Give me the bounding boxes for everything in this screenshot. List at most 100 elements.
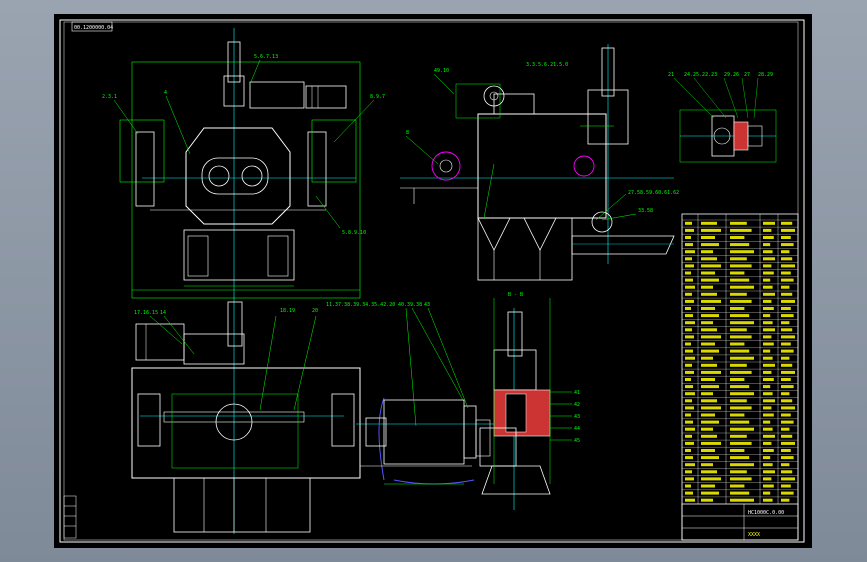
bom-cell-text (730, 243, 750, 247)
bom-cell-text (685, 285, 695, 289)
bom-cell-text (763, 250, 773, 254)
bom-cell-text (781, 406, 795, 410)
bom-cell-text (730, 285, 754, 289)
bom-cell-text (685, 441, 694, 445)
bom-cell-text (685, 470, 692, 474)
bom-cell-text (730, 328, 747, 332)
callout-label: 49.10 (434, 68, 449, 74)
bom-cell-text (701, 314, 719, 318)
bom-cell-text (701, 399, 717, 403)
bom-cell-text (763, 434, 775, 438)
bom-cell-text (781, 285, 790, 289)
bom-cell-text (781, 271, 791, 275)
bom-cell-text (781, 370, 795, 374)
bom-cell-text (781, 243, 794, 247)
bom-cell-text (685, 321, 695, 325)
bom-cell-text (685, 406, 694, 410)
bom-cell-text (701, 484, 715, 488)
callout-label: 43 (424, 302, 430, 308)
bom-cell-text (730, 413, 745, 417)
bom-cell-text (701, 250, 713, 254)
bom-cell-text (701, 434, 717, 438)
bom-cell-text (781, 307, 791, 310)
callout-label: 44 (574, 426, 580, 432)
bom-cell-text (781, 349, 794, 353)
bom-cell-text (730, 257, 747, 261)
bom-cell-text (730, 434, 747, 438)
bom-cell-text (730, 385, 750, 389)
bom-cell-text (730, 264, 752, 268)
bom-cell-text (701, 427, 713, 431)
bom-cell-text (763, 491, 771, 495)
bom-cell-text (781, 363, 793, 367)
bom-cell-text (701, 221, 717, 225)
callout-label: 5.8.9.10 (342, 230, 366, 236)
bom-cell-text (763, 356, 773, 360)
bom-cell-text (763, 370, 772, 374)
bom-cell-text (685, 463, 695, 467)
bom-cell-text (763, 321, 773, 325)
bom-cell-text (763, 228, 772, 232)
bom-cell-text (763, 385, 771, 389)
bom-cell-text (730, 356, 754, 360)
bom-cell-text (763, 498, 773, 502)
bom-cell-text (701, 342, 715, 346)
bom-cell-text (701, 236, 715, 239)
side-view-top-middle: 49.10 3.3.5.6.21.5.0 8 27.58.59.60.61.62… (400, 44, 679, 298)
bom-cell-text (685, 342, 691, 346)
bom-cell-text (685, 292, 692, 296)
bom-cell-text (685, 314, 693, 318)
bom-cell-text (730, 399, 747, 403)
bom-cell-text (763, 456, 771, 460)
bom-cell-text (730, 463, 754, 467)
bom-cell-text (701, 477, 721, 481)
callout-label: 24.25.22.23 (684, 72, 717, 78)
bom-cell-text (730, 221, 747, 225)
drawing-sheet: 00.1200000.04 (59, 19, 805, 543)
callout-label: 42 (574, 402, 580, 408)
bom-cell-text (685, 236, 691, 239)
bom-cell-text (781, 385, 794, 389)
bom-cell-text (763, 449, 774, 452)
bom-cell-text (781, 356, 790, 360)
bom-cell-text (685, 378, 691, 381)
bom-cell-text (685, 484, 691, 488)
bom-cell-text (763, 328, 775, 332)
bom-cell-text (730, 420, 750, 424)
bom-cell-text (763, 378, 774, 381)
bom-cell-text (685, 335, 694, 339)
bom-cell-text (781, 434, 793, 438)
bom-cell-text (781, 257, 793, 261)
bom-cell-text (763, 420, 771, 424)
bom-cell-text (781, 413, 791, 417)
bom-cell-text (701, 449, 715, 452)
bom-cell-text (701, 498, 713, 502)
bom-cell-text (763, 307, 774, 310)
bom-cell-text (763, 257, 775, 261)
callout-label: 3.3.5.6.21.5.0 (526, 62, 568, 68)
bom-cell-text (685, 434, 692, 438)
bill-of-materials: HC1000C.0.00 XXXX (681, 213, 799, 541)
bom-cell-text (781, 456, 794, 460)
bom-cell-text (730, 278, 750, 282)
bom-cell-text (685, 221, 692, 225)
bom-cell-text (763, 363, 775, 367)
callout-label: 21 (668, 72, 674, 78)
callout-label: 18.19 (280, 308, 295, 314)
bom-cell-text (701, 349, 719, 353)
bom-cell-text (701, 385, 719, 389)
drawing-viewport[interactable]: 00.1200000.04 (54, 14, 812, 548)
bom-cell-text (763, 399, 775, 403)
bom-cell-text (701, 292, 717, 296)
bom-cell-text (781, 342, 791, 346)
bom-cell-text (685, 349, 693, 353)
callout-label: 27.58.59.60.61.62 (628, 190, 679, 196)
bom-row-lines (682, 219, 798, 502)
bom-cell-text (685, 299, 694, 303)
bom-cell-text (685, 243, 693, 247)
bom-cell-text (685, 420, 693, 424)
bom-cell-text (781, 491, 794, 495)
bom-cell-text (701, 441, 721, 445)
bom-cell-text (763, 335, 772, 339)
